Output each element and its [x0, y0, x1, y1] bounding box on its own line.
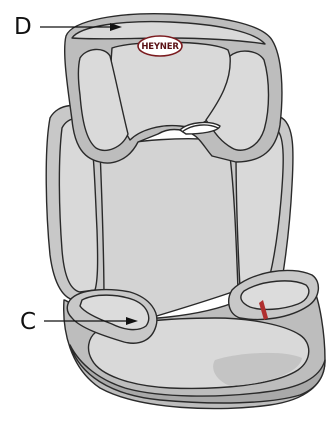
callout-label-d: D — [14, 14, 32, 40]
heyner-logo-text: HEYNER — [141, 42, 179, 52]
callout-label-c: C — [20, 309, 36, 335]
